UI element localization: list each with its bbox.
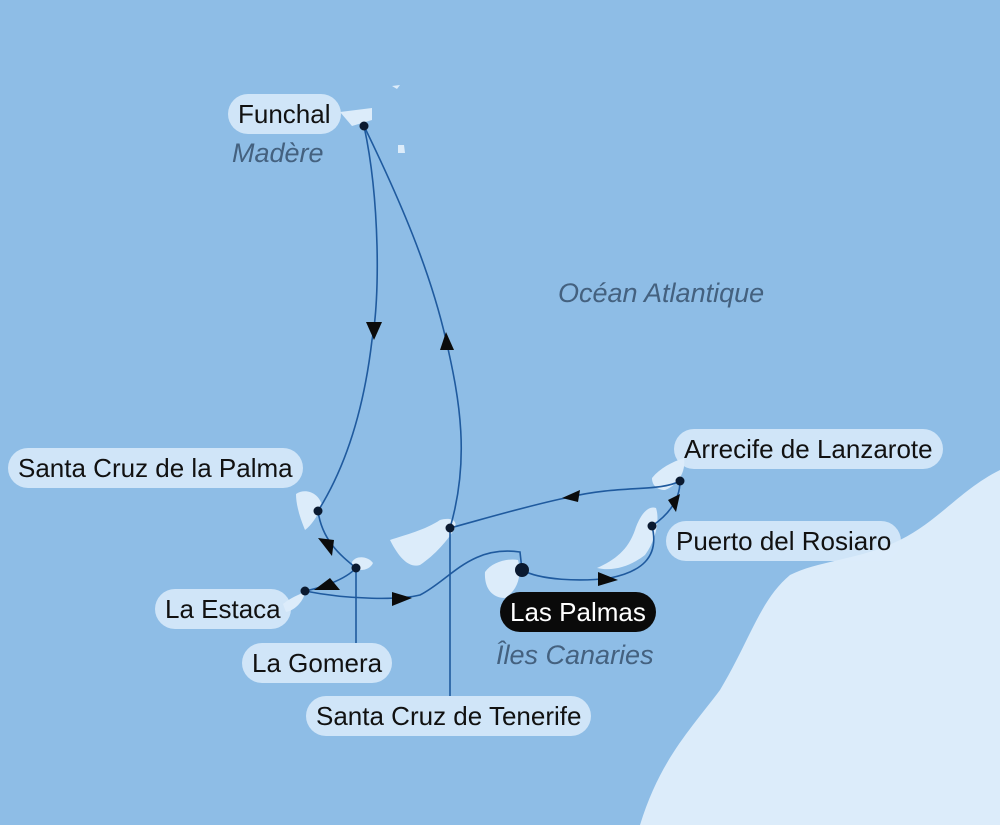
port-label-funchal[interactable]: Funchal (228, 94, 341, 134)
arrow-icon (668, 494, 680, 512)
port-label-santa-cruz-de-tenerife[interactable]: Santa Cruz de Tenerife (306, 696, 592, 736)
port-label-santa-cruz-de-la-palma[interactable]: Santa Cruz de la Palma (8, 448, 303, 488)
arrow-icon (314, 578, 340, 590)
desertas-island (398, 145, 405, 153)
port-label-las-palmas[interactable]: Las Palmas (500, 592, 656, 632)
arrow-icon (562, 490, 580, 502)
porto-santo-island (392, 85, 400, 89)
tenerife-island (390, 518, 456, 566)
port-label-arrecife-de-lanzarote[interactable]: Arrecife de Lanzarote (674, 429, 943, 469)
port-label-puerto-del-rosiaro[interactable]: Puerto del Rosiaro (666, 521, 902, 561)
la-palma-island (296, 491, 322, 530)
arrow-icon (366, 322, 382, 340)
gran-canaria-island (484, 559, 520, 598)
arrow-icon (598, 572, 618, 586)
port-dots (300, 121, 685, 596)
arrow-icon (392, 592, 412, 606)
africa-coast (640, 470, 1000, 825)
port-label-la-estaca[interactable]: La Estaca (155, 589, 291, 629)
route-arrows (314, 322, 680, 606)
fuerteventura-island (597, 507, 658, 570)
arrow-icon (440, 332, 454, 350)
region-label-canaries: Îles Canaries (496, 640, 654, 670)
region-label-atlantic: Océan Atlantique (558, 278, 765, 308)
region-label-madeira: Madère (232, 138, 324, 168)
arrow-icon (318, 538, 334, 556)
port-label-la-gomera[interactable]: La Gomera (242, 643, 393, 683)
